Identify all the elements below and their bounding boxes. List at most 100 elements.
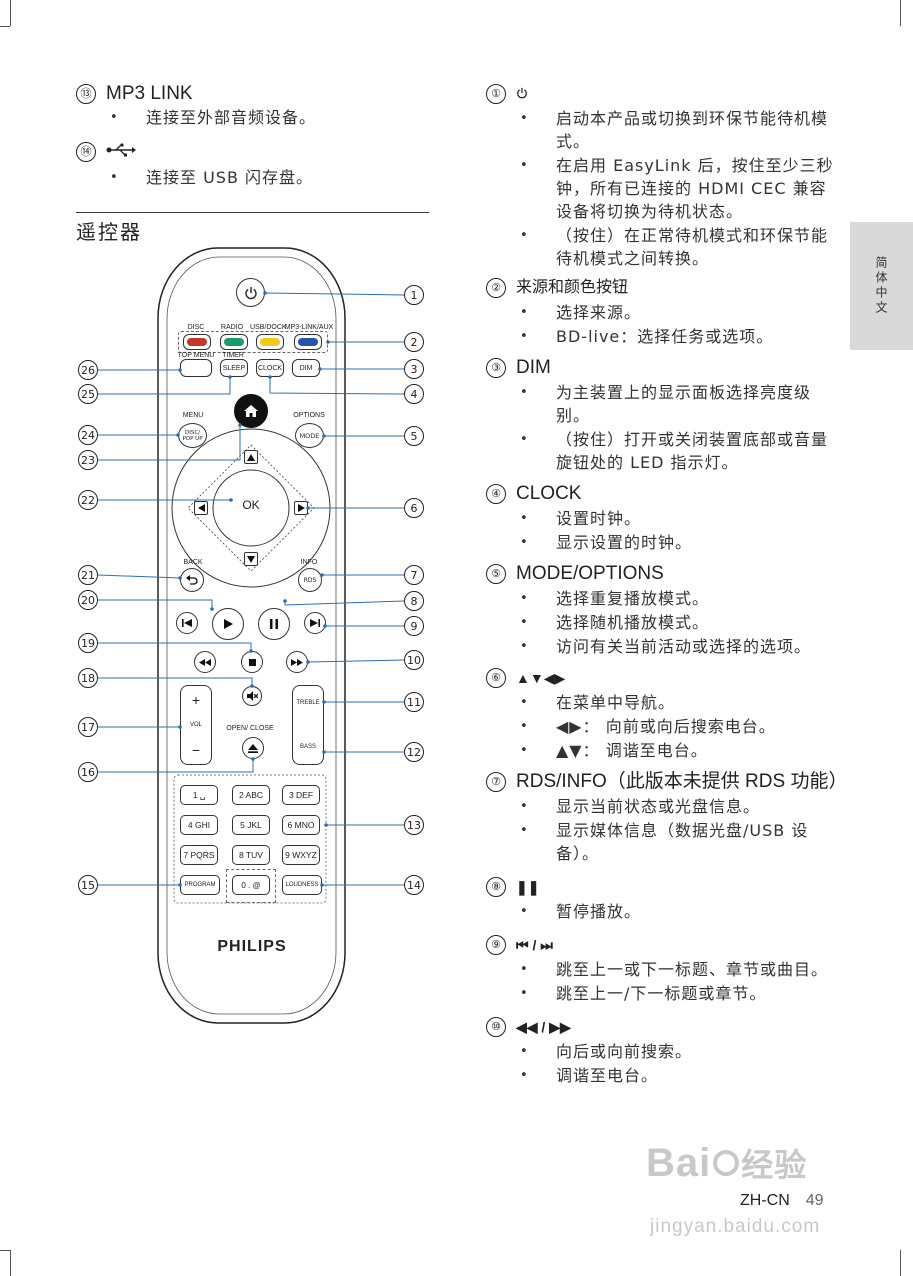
radio-green-key[interactable] xyxy=(220,334,248,350)
number-key-8[interactable]: 8 TUV xyxy=(232,845,270,865)
callout-6: 6 xyxy=(404,498,424,518)
bullet-item: •为主装置上的显示面板选择亮度级别。 xyxy=(520,381,841,427)
callout-1: 1 xyxy=(404,285,424,305)
bullet-text: 向后或向前搜索。 xyxy=(556,1042,693,1061)
callout-dot xyxy=(306,660,310,664)
callout-16: 16 xyxy=(78,762,98,782)
number-key-4[interactable]: 4 GHI xyxy=(180,815,218,835)
bullet-item: •访问有关当前活动或选择的选项。 xyxy=(520,635,841,658)
bullet-text: 设置时钟。 xyxy=(556,509,642,528)
power-button[interactable] xyxy=(236,278,265,307)
callout-3: 3 xyxy=(404,359,424,379)
pause-icon xyxy=(270,619,278,629)
section-title: MODE/OPTIONS xyxy=(516,563,664,584)
section-title: ❚❚ xyxy=(516,879,540,895)
up-arrow-icon xyxy=(247,453,255,461)
next-button[interactable] xyxy=(304,612,326,634)
number-key-1[interactable]: 1 ␣ xyxy=(180,785,218,805)
number-key-5[interactable]: 5 JKL xyxy=(232,815,270,835)
back-button[interactable] xyxy=(180,568,204,592)
nav-down-button[interactable] xyxy=(244,552,258,566)
callout-lines xyxy=(97,291,405,887)
bullet-dot: • xyxy=(520,695,529,710)
vol-label: VOL xyxy=(189,722,202,728)
treble-key[interactable]: TREBLE xyxy=(296,700,320,706)
nav-left-button[interactable] xyxy=(194,501,208,515)
bullet-dot: • xyxy=(520,228,529,243)
number-key-6[interactable]: 6 MNO xyxy=(282,815,320,835)
bullet-text: （按住）在正常待机模式和环保节能待机模式之间转换。 xyxy=(556,226,829,268)
volume-rocker[interactable]: + VOL − xyxy=(180,685,212,765)
nav-up-button[interactable] xyxy=(244,450,258,464)
bass-key[interactable]: BASS xyxy=(299,744,316,750)
ok-button[interactable]: OK xyxy=(242,498,260,512)
top-menu-button[interactable] xyxy=(180,359,212,377)
number-key-9[interactable]: 9 WXYZ xyxy=(282,845,320,865)
volume-up[interactable]: + xyxy=(191,692,201,708)
callout-dot xyxy=(324,823,328,827)
bullet-text: ◀▶： 向前或向后搜索电台。 xyxy=(556,717,776,736)
left-arrow-icon xyxy=(197,504,205,512)
number-key-7[interactable]: 7 PQRS xyxy=(180,845,218,865)
number-key-3[interactable]: 3 DEF xyxy=(282,785,320,805)
callout-2: 2 xyxy=(404,332,424,352)
callout-dot xyxy=(228,375,232,379)
bullet-dot: • xyxy=(520,591,529,606)
play-button[interactable] xyxy=(212,608,244,640)
callout-number: ⑭ xyxy=(76,142,96,162)
section-title: ▲▼◀▶ xyxy=(516,670,566,686)
section-9: ⑨⏮ / ⏭•跳至上一或下一标题、章节或曲目。•跳至上一/下一标题或章节。 xyxy=(486,933,841,1005)
callout-11: 11 xyxy=(404,692,424,712)
right-arrow-icon xyxy=(297,504,305,512)
callout-number: ③ xyxy=(486,358,506,378)
callout-dot xyxy=(268,375,272,379)
remote-heading: 遥控器 xyxy=(76,220,142,244)
bullet-dot: • xyxy=(520,1044,529,1059)
callout-9: 9 xyxy=(404,616,424,636)
bullet-item: •◀▶： 向前或向后搜索电台。 xyxy=(520,715,841,738)
callout-number: ⑩ xyxy=(486,1017,506,1037)
callout-8: 8 xyxy=(404,591,424,611)
divider xyxy=(76,212,429,213)
treble-bass-rocker[interactable]: TREBLE BASS xyxy=(292,685,324,765)
home-button[interactable] xyxy=(234,394,268,428)
sleep-button[interactable]: SLEEP xyxy=(220,359,248,377)
usb-dock-yellow-key[interactable] xyxy=(256,334,284,350)
callout-dot xyxy=(283,599,287,603)
callout-14: 14 xyxy=(404,875,424,895)
volume-down[interactable]: − xyxy=(191,742,201,758)
callout-dot xyxy=(178,576,182,580)
bullet-item: •跳至上一或下一标题、章节或曲目。 xyxy=(520,958,841,981)
bullet-text: 启动本产品或切换到环保节能待机模式。 xyxy=(556,109,829,151)
usb-dock-label: USB/DOCK xyxy=(250,324,287,331)
disc-red-key[interactable] xyxy=(183,334,211,350)
callout-21: 21 xyxy=(78,565,98,585)
callout-dot xyxy=(238,423,242,427)
callout-dot xyxy=(250,684,254,688)
callout-line xyxy=(97,574,181,579)
fast-forward-icon xyxy=(291,658,303,666)
bullet-dot: • xyxy=(520,615,529,630)
number-key-2[interactable]: 2 ABC xyxy=(232,785,270,805)
rewind-button[interactable] xyxy=(194,651,216,673)
callout-number: ⑤ xyxy=(486,564,506,584)
callout-number: ① xyxy=(486,84,506,104)
mute-button[interactable] xyxy=(242,686,262,706)
bullet-dot: • xyxy=(520,511,529,526)
section-usb: ⑭ •连接至 USB 闪存盘。 xyxy=(76,140,431,189)
disc-popup-button[interactable]: DISC/POP UP xyxy=(178,423,207,448)
previous-button[interactable] xyxy=(176,612,198,634)
zero-key[interactable]: 0 . @ xyxy=(232,875,270,895)
mp3-link-blue-key[interactable] xyxy=(294,334,322,350)
callout-26: 26 xyxy=(78,360,98,380)
pause-button[interactable] xyxy=(258,608,290,640)
rds-button[interactable]: RDS xyxy=(298,568,322,592)
home-icon xyxy=(244,405,258,417)
play-icon xyxy=(223,619,233,629)
bullet-item: •（按住）打开或关闭装置底部或音量旋钮处的 LED 指示灯。 xyxy=(520,428,841,474)
